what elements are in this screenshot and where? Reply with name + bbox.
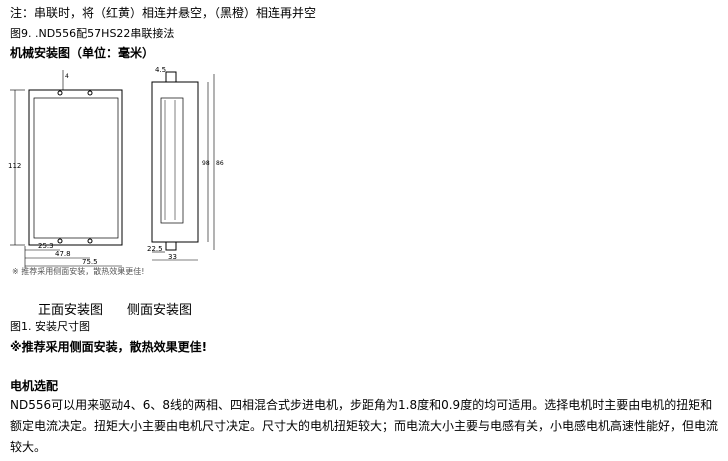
series-note: 注：串联时，将（红黄）相连并悬空，（黑橙）相连再并空: [10, 6, 317, 20]
installation-drawing: 112 4 25.3 47.8 75.5 4.5 98 86 22.5 33 ※…: [8, 66, 224, 276]
dim-side-h2: 86: [216, 160, 224, 167]
dim-bottom1: 22.5: [147, 245, 163, 253]
dim-width: 75.5: [82, 258, 98, 266]
front-view-outline: [28, 89, 123, 246]
fig1-caption: 图1. 安装尺寸图: [10, 320, 90, 333]
mechanical-heading: 机械安装图（单位：毫米）: [10, 46, 155, 60]
dim-side-top: 4.5: [155, 66, 166, 74]
dim-top: 4: [65, 73, 69, 80]
dim-side-h1: 98: [202, 160, 210, 167]
fig9-caption: 图9. .ND556配57HS22串联接法: [10, 27, 175, 40]
drawing-note: ※ 推荐采用侧面安装，散热效果更佳!: [12, 266, 144, 276]
dim-hole-pitch: 47.8: [55, 250, 71, 258]
dim-height: 112: [8, 162, 21, 170]
front-view-label: 正面安装图: [38, 303, 104, 318]
dim-bottom2: 33: [168, 253, 177, 261]
motor-heading: 电机选配: [10, 379, 59, 393]
motor-paragraph: ND556可以用来驱动4、6、8线的两相、四相混合式步进电机，步距角为1.8度和…: [10, 398, 719, 454]
side-view-label: 侧面安装图: [127, 303, 193, 318]
recommend-note: ※推荐采用侧面安装，散热效果更佳!: [10, 340, 208, 354]
dim-hole-x: 25.3: [38, 242, 54, 250]
